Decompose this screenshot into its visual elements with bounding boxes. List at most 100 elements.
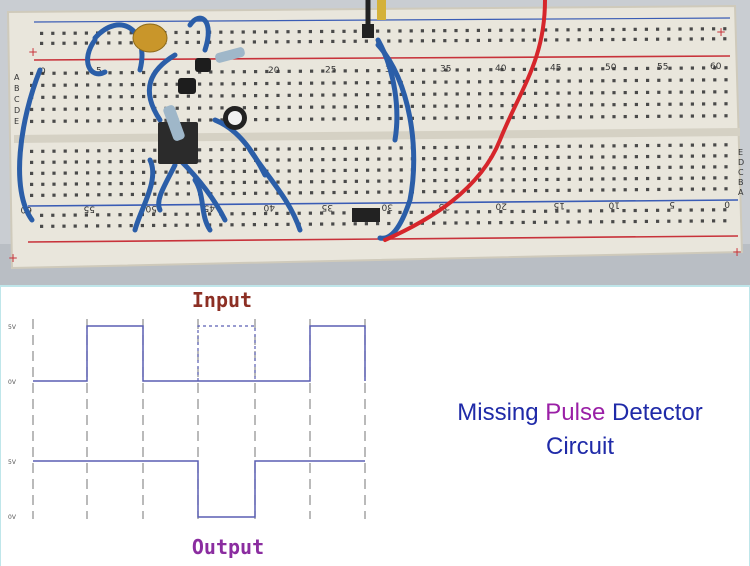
hole xyxy=(242,106,246,110)
caption-space xyxy=(605,399,612,426)
hole xyxy=(634,114,638,119)
hole xyxy=(466,156,470,160)
hole xyxy=(242,94,246,98)
hole xyxy=(153,148,157,152)
hole xyxy=(265,158,269,162)
hole xyxy=(242,169,246,173)
hole xyxy=(724,114,728,118)
hole xyxy=(185,40,189,45)
hole xyxy=(63,83,67,87)
hole xyxy=(522,189,526,193)
column-number-bottom: 30 xyxy=(381,201,393,211)
hole xyxy=(164,94,168,98)
hole xyxy=(366,190,370,194)
hole xyxy=(84,213,88,217)
hole xyxy=(556,67,560,71)
hole xyxy=(455,189,459,193)
hole xyxy=(287,81,291,85)
hole xyxy=(297,30,301,34)
caption-word-pulse: Pulse xyxy=(545,399,605,426)
hole xyxy=(376,29,380,33)
hole xyxy=(297,40,301,44)
blue-jumper-wire xyxy=(156,162,178,213)
hole xyxy=(668,114,672,118)
hole xyxy=(74,107,78,111)
hole xyxy=(700,27,704,31)
hole xyxy=(164,170,168,174)
hole xyxy=(712,37,716,41)
hole xyxy=(140,223,144,228)
hole xyxy=(40,213,44,217)
hole xyxy=(366,157,370,161)
hole xyxy=(152,212,156,217)
hole xyxy=(86,95,90,99)
hole xyxy=(444,189,448,194)
hole xyxy=(320,39,324,44)
hole xyxy=(63,171,67,175)
breadboard-holes xyxy=(30,27,728,228)
hole xyxy=(377,117,381,121)
hole xyxy=(656,219,660,223)
hole xyxy=(521,28,525,32)
hole xyxy=(420,210,424,214)
hole xyxy=(555,28,559,32)
hole xyxy=(679,66,683,70)
hole xyxy=(354,117,358,121)
hole xyxy=(107,41,111,45)
hole xyxy=(679,143,683,147)
hole xyxy=(690,90,694,94)
hole xyxy=(433,178,437,183)
hole xyxy=(230,223,234,227)
column-number-bottom: 0 xyxy=(724,199,730,209)
hole xyxy=(679,165,683,169)
hole xyxy=(510,28,514,32)
rail-plus-bottom-right: + xyxy=(732,245,742,259)
hole xyxy=(634,102,638,107)
column-number-top: 25 xyxy=(325,66,336,76)
column-number-top: 50 xyxy=(605,63,617,73)
hole xyxy=(332,69,336,73)
hole xyxy=(220,191,224,196)
hole xyxy=(286,222,290,226)
hole xyxy=(623,155,627,159)
hole xyxy=(455,92,459,96)
hole xyxy=(489,68,493,72)
hole xyxy=(444,104,448,108)
hole xyxy=(713,165,717,169)
hole xyxy=(567,67,571,71)
hole xyxy=(724,66,728,70)
hole xyxy=(74,160,78,164)
hole xyxy=(678,219,682,223)
hole xyxy=(679,102,683,106)
hole xyxy=(74,71,78,75)
hole xyxy=(422,104,426,108)
hole xyxy=(219,40,223,44)
hole xyxy=(646,66,650,71)
hole xyxy=(198,170,202,174)
hole xyxy=(700,219,704,223)
hole xyxy=(578,166,582,170)
hole xyxy=(230,30,234,34)
hole xyxy=(343,168,347,173)
hole xyxy=(420,29,424,33)
hole xyxy=(646,154,650,159)
hole xyxy=(30,71,34,76)
hole xyxy=(544,38,548,42)
hole xyxy=(354,69,358,73)
hole xyxy=(590,67,594,71)
hole xyxy=(690,165,694,169)
hole xyxy=(567,177,571,181)
header-pin-top xyxy=(362,24,374,38)
hole xyxy=(678,37,682,41)
hole xyxy=(646,102,650,107)
hole xyxy=(129,224,133,228)
hole xyxy=(332,93,336,97)
hole xyxy=(287,147,291,151)
hole xyxy=(567,144,571,148)
hole xyxy=(388,146,392,150)
hole xyxy=(488,210,492,214)
hole xyxy=(409,29,413,33)
hole xyxy=(52,160,56,164)
transistor xyxy=(178,78,196,94)
hole xyxy=(343,117,347,121)
